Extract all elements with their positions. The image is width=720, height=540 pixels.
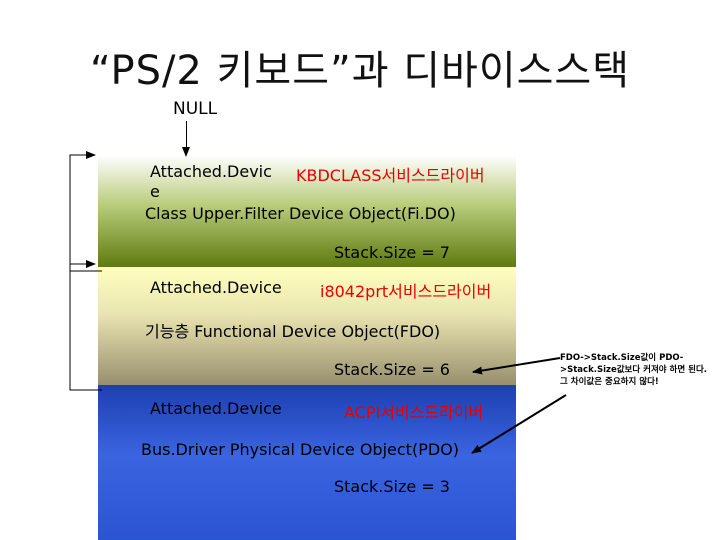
stack-size-label: Stack.Size = 6 xyxy=(334,360,450,379)
upper-filter-device-object-layer: Attached.Devic e KBDCLASS서비스드라이버 Class U… xyxy=(98,155,516,267)
null-connector xyxy=(186,121,187,155)
stack-size-label: Stack.Size = 7 xyxy=(334,243,450,262)
device-object-label: 기능층 Functional Device Object(FDO) xyxy=(145,322,441,341)
attached-device-label: Attached.Device xyxy=(150,399,282,418)
service-driver-label: ACPI서비스드라이버 xyxy=(344,403,484,422)
service-driver-label: i8042prt서비스드라이버 xyxy=(320,282,492,301)
device-object-label: Bus.Driver Physical Device Object(PDO) xyxy=(141,440,459,459)
note-arrow-pdo-stack xyxy=(471,394,567,454)
device-object-label: Class Upper.Filter Device Object(Fi.DO) xyxy=(145,204,456,223)
functional-device-object-layer: Attached.Device i8042prt서비스드라이버 기능층 Func… xyxy=(98,267,516,385)
null-label: NULL xyxy=(173,99,218,119)
attach-arrow-fdo-to-filter xyxy=(69,151,102,272)
service-driver-label: KBDCLASS서비스드라이버 xyxy=(296,166,485,185)
attach-arrow-pdo-to-fdo xyxy=(69,260,102,391)
note-arrow-fdo-stack xyxy=(472,357,561,375)
diagram-title: “PS/2 키보드”과 디바이스스택 xyxy=(89,48,631,94)
stack-size-note: FDO->Stack.Size값이 PDO->Stack.Size값보다 커져야… xyxy=(560,353,708,387)
stack-size-label: Stack.Size = 3 xyxy=(334,477,450,496)
attached-device-label: Attached.Device xyxy=(150,278,282,297)
attached-device-label: Attached.Devic e xyxy=(150,162,272,201)
physical-device-object-layer: Attached.Device ACPI서비스드라이버 Bus.Driver P… xyxy=(98,385,516,540)
